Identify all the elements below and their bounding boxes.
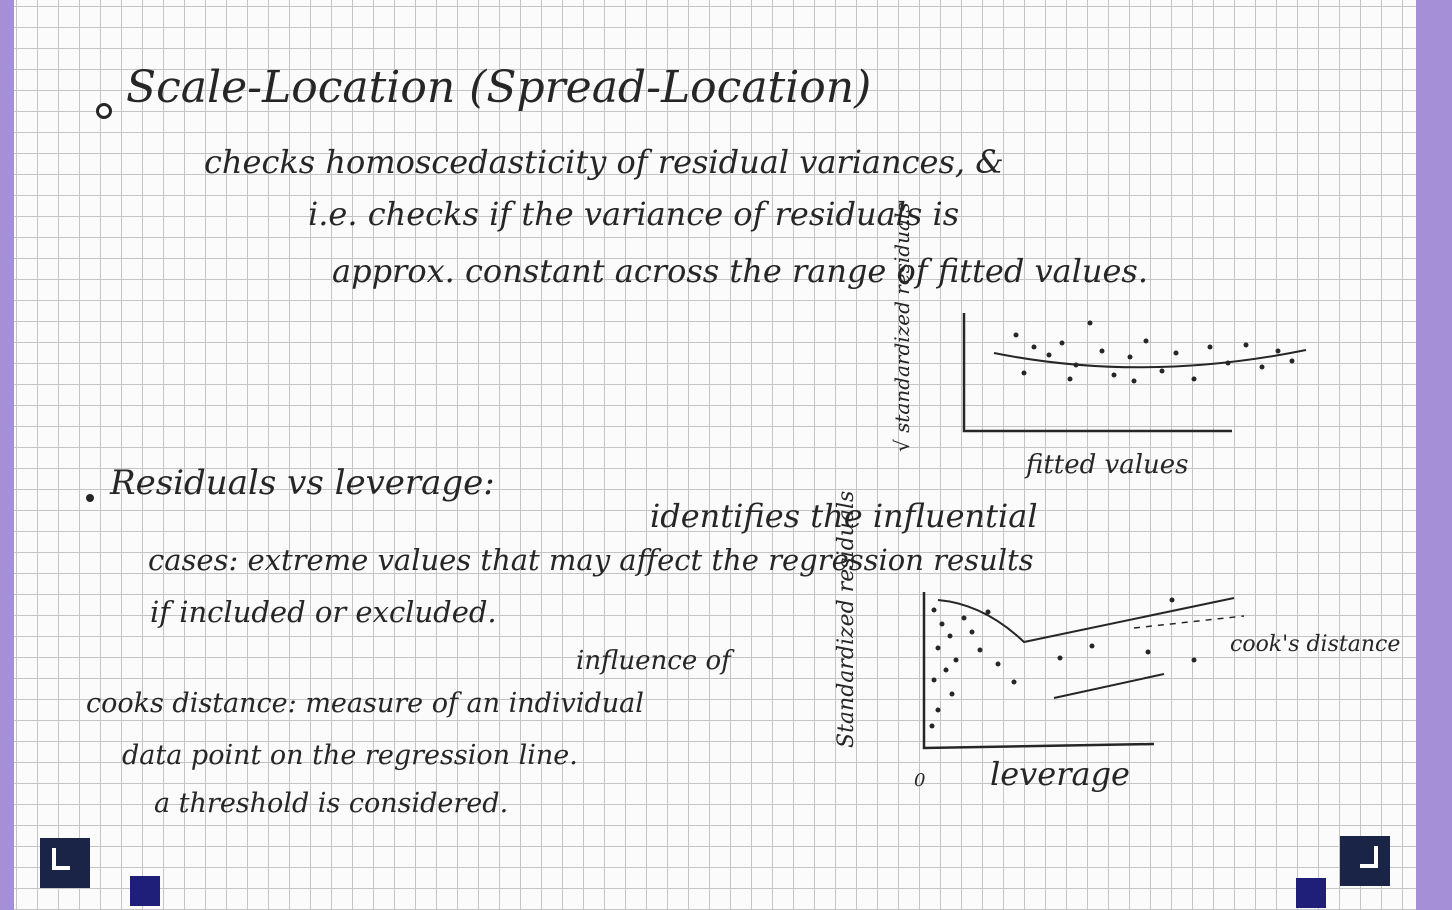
cooks-distance-lower-curve xyxy=(1053,673,1165,699)
cooks-distance-line-2: data point on the regression line. xyxy=(122,740,578,771)
residuals-leverage-line-3: if included or excluded. xyxy=(150,595,497,629)
bullet-point xyxy=(86,494,94,502)
residuals-leverage-trend-line xyxy=(937,597,1235,644)
page-marker xyxy=(130,876,160,906)
cooks-distance-curve-label: cook's distance xyxy=(1230,632,1401,657)
residuals-leverage-y-axis-label: Standardized residuals xyxy=(834,490,859,748)
scale-location-y-axis-label: √ standardized residuals xyxy=(890,202,914,452)
corner-fiducial-mark xyxy=(40,838,90,888)
residuals-leverage-x-axis-label: leverage xyxy=(990,755,1130,793)
bullet-point xyxy=(96,103,112,119)
section-title-residuals-leverage: Residuals vs leverage: xyxy=(110,463,495,503)
residuals-leverage-sketch xyxy=(922,592,1245,750)
graph-paper-sheet: Scale-Location (Spread-Location) checks … xyxy=(14,0,1416,910)
corner-fiducial-mark xyxy=(1340,836,1390,886)
residuals-leverage-points xyxy=(929,597,1197,729)
right-frame xyxy=(1416,0,1452,910)
page-marker xyxy=(1296,878,1326,908)
cooks-distance-line-3: a threshold is considered. xyxy=(154,788,509,819)
residuals-leverage-axes xyxy=(922,592,1155,750)
scale-location-axes xyxy=(962,313,1232,433)
scale-location-line-3: approx. constant across the range of fit… xyxy=(332,252,1148,290)
scale-location-line-2: i.e. checks if the variance of residuals… xyxy=(308,195,960,233)
scale-location-points xyxy=(1013,320,1295,384)
cooks-distance-line-0: influence of xyxy=(576,646,731,676)
cooks-distance-line-1: cooks distance: measure of an individual xyxy=(86,688,644,719)
scale-location-sketch xyxy=(962,313,1307,433)
cooks-distance-upper-curve xyxy=(1133,615,1245,629)
scale-location-line-1: checks homoscedasticity of residual vari… xyxy=(204,143,1004,181)
residuals-leverage-origin-label: 0 xyxy=(914,770,926,791)
left-frame xyxy=(0,0,14,910)
scale-location-trend-line xyxy=(993,349,1307,369)
residuals-leverage-line-1: identifies the influential xyxy=(650,497,1038,535)
section-title-scale-location: Scale-Location (Spread-Location) xyxy=(126,62,872,113)
residuals-leverage-line-2: cases: extreme values that may affect th… xyxy=(148,543,1034,577)
scale-location-x-axis-label: fitted values xyxy=(1026,450,1189,480)
